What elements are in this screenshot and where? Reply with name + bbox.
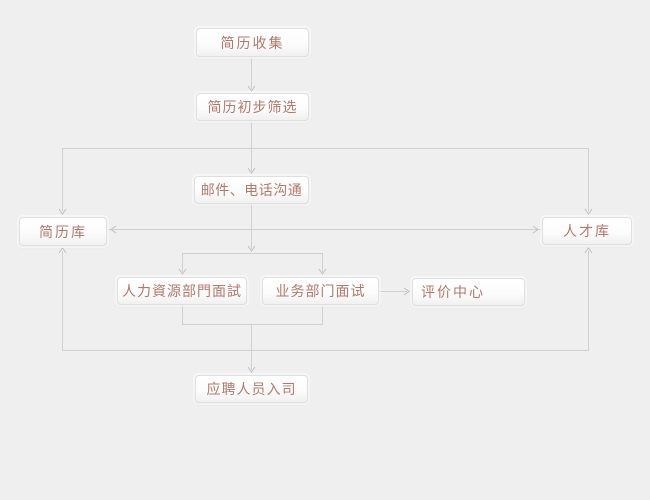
arrowhead-down bbox=[584, 208, 593, 215]
node-resume-collection[interactable]: 简历收集 bbox=[196, 28, 309, 57]
arrowhead-right bbox=[403, 287, 410, 296]
arrowhead-right bbox=[532, 225, 539, 234]
node-business-interview[interactable]: 业务部门面试 bbox=[262, 277, 379, 305]
node-label: 简历初步筛选 bbox=[207, 100, 298, 116]
arrowhead-up bbox=[584, 247, 593, 254]
arrowhead-left bbox=[110, 225, 117, 234]
node-evaluation-center[interactable]: 评价中心 bbox=[412, 278, 525, 306]
arrowhead-down bbox=[318, 268, 327, 275]
arrowhead-down bbox=[58, 208, 67, 215]
node-onboarding[interactable]: 应聘人员入司 bbox=[195, 375, 308, 403]
node-resume-pool[interactable]: 简历库 bbox=[19, 217, 107, 246]
connector-line bbox=[62, 251, 589, 351]
node-talent-pool[interactable]: 人才库 bbox=[542, 217, 632, 245]
node-communication[interactable]: 邮件、电话沟通 bbox=[194, 176, 309, 204]
node-label: 评价中心 bbox=[421, 285, 485, 301]
connector-line bbox=[182, 305, 323, 325]
node-label: 应聘人员入司 bbox=[206, 382, 297, 398]
connector-line bbox=[62, 148, 589, 211]
node-label: 简历收集 bbox=[220, 35, 285, 52]
node-label: 邮件、电话沟通 bbox=[200, 183, 303, 199]
arrowhead-down bbox=[247, 167, 256, 174]
node-hr-interview[interactable]: 人力資源部門面試 bbox=[117, 277, 247, 305]
node-label: 业务部门面试 bbox=[275, 284, 366, 300]
node-label: 人力資源部門面試 bbox=[122, 284, 242, 300]
arrowhead-down bbox=[247, 245, 256, 252]
connector-line bbox=[182, 253, 323, 272]
arrowhead-down bbox=[247, 85, 256, 92]
node-label: 人才库 bbox=[563, 224, 611, 240]
arrowhead-down bbox=[247, 366, 256, 373]
node-resume-screening[interactable]: 简历初步筛选 bbox=[196, 93, 309, 121]
arrowhead-down bbox=[178, 268, 187, 275]
node-label: 简历库 bbox=[39, 224, 87, 241]
arrowhead-up bbox=[58, 247, 67, 254]
